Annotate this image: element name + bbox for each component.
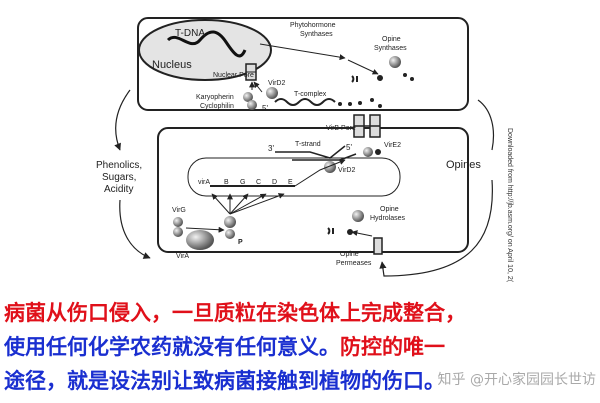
zhihu-watermark: 知乎 @开心家园园长世访 [437, 372, 596, 388]
gene-B: B [224, 179, 229, 186]
p-label: P [238, 239, 243, 246]
tstrand-label: T-strand [295, 141, 321, 148]
opine-permeases-label-1: Opine [340, 251, 359, 258]
caption-line-2-blue: 使用任何化学农药就没有任何意义。 [4, 335, 340, 359]
five-prime-mid: 5' [346, 143, 352, 152]
caption-line-2-red: 防控的唯一 [340, 335, 445, 359]
opine-permeases-label-2: Permeases [336, 260, 372, 267]
nucleus-shape [138, 19, 272, 81]
gene-G: G [240, 179, 245, 186]
nuclear-pore-label: Nuclear Pore [213, 72, 254, 79]
phenolics-label-3: Acidity [104, 184, 133, 195]
gene-D: D [272, 179, 277, 186]
virB-pore-label: VirB Pore [326, 125, 356, 132]
nucleus-label: Nucleus [152, 59, 192, 71]
opine-hydrolases-label-2: Hydrolases [370, 215, 406, 222]
caption-text: 病菌从伤口侵入，一旦质粒在染色体上完成整合， 使用任何化学农药就没有任何意义。防… [4, 296, 600, 398]
tcomplex-label: T-complex [294, 91, 327, 98]
gene-E: E [288, 179, 293, 186]
phytohormone-label-1: Phytohormone [290, 22, 336, 29]
virD2-top-label: VirD2 [268, 80, 285, 87]
download-side-note: Downloaded from http://jb.asm.org/ on Ap… [506, 128, 513, 283]
three-prime-label: 3' [268, 144, 274, 153]
phenolics-label-2: Sugars, [102, 172, 136, 183]
opine-synthases-label-1: Opine [382, 36, 401, 43]
opine-synthases-label-2: Synthases [374, 45, 407, 52]
phytohormone-label-2: Synthases [300, 31, 333, 38]
caption-line-2: 使用任何化学农药就没有任何意义。防控的唯一 [4, 330, 600, 364]
phenolics-label-1: Phenolics, [96, 160, 142, 171]
caption-line-3: 途径，就是设法别让致病菌接触到植物的伤口。 [4, 369, 445, 393]
bacterial-cell-outline [157, 127, 469, 253]
virG-label: VirG [172, 207, 186, 214]
opine-hydrolases-label-1: Opine [380, 206, 399, 213]
caption-line-1: 病菌从伤口侵入，一旦质粒在染色体上完成整合， [4, 301, 466, 325]
gene-virA: virA [198, 179, 210, 186]
cyclophilin-label: Cyclophilin [200, 103, 234, 110]
plant-cell-outline [137, 17, 469, 111]
tdna-label: T-DNA [175, 28, 205, 39]
virE2-label: VirE2 [384, 142, 401, 149]
opines-label: Opines [446, 159, 481, 171]
agrobacterium-infection-diagram: T-DNA Nucleus Phytohormone Synthases Opi… [96, 17, 513, 283]
five-prime-top: 5' [262, 104, 268, 113]
karyopherin-label: Karyopherin [196, 94, 234, 101]
virD2-mid-label: VirD2 [338, 167, 355, 174]
virA-bottom-label: VirA [176, 253, 189, 260]
gene-C: C [256, 179, 261, 186]
